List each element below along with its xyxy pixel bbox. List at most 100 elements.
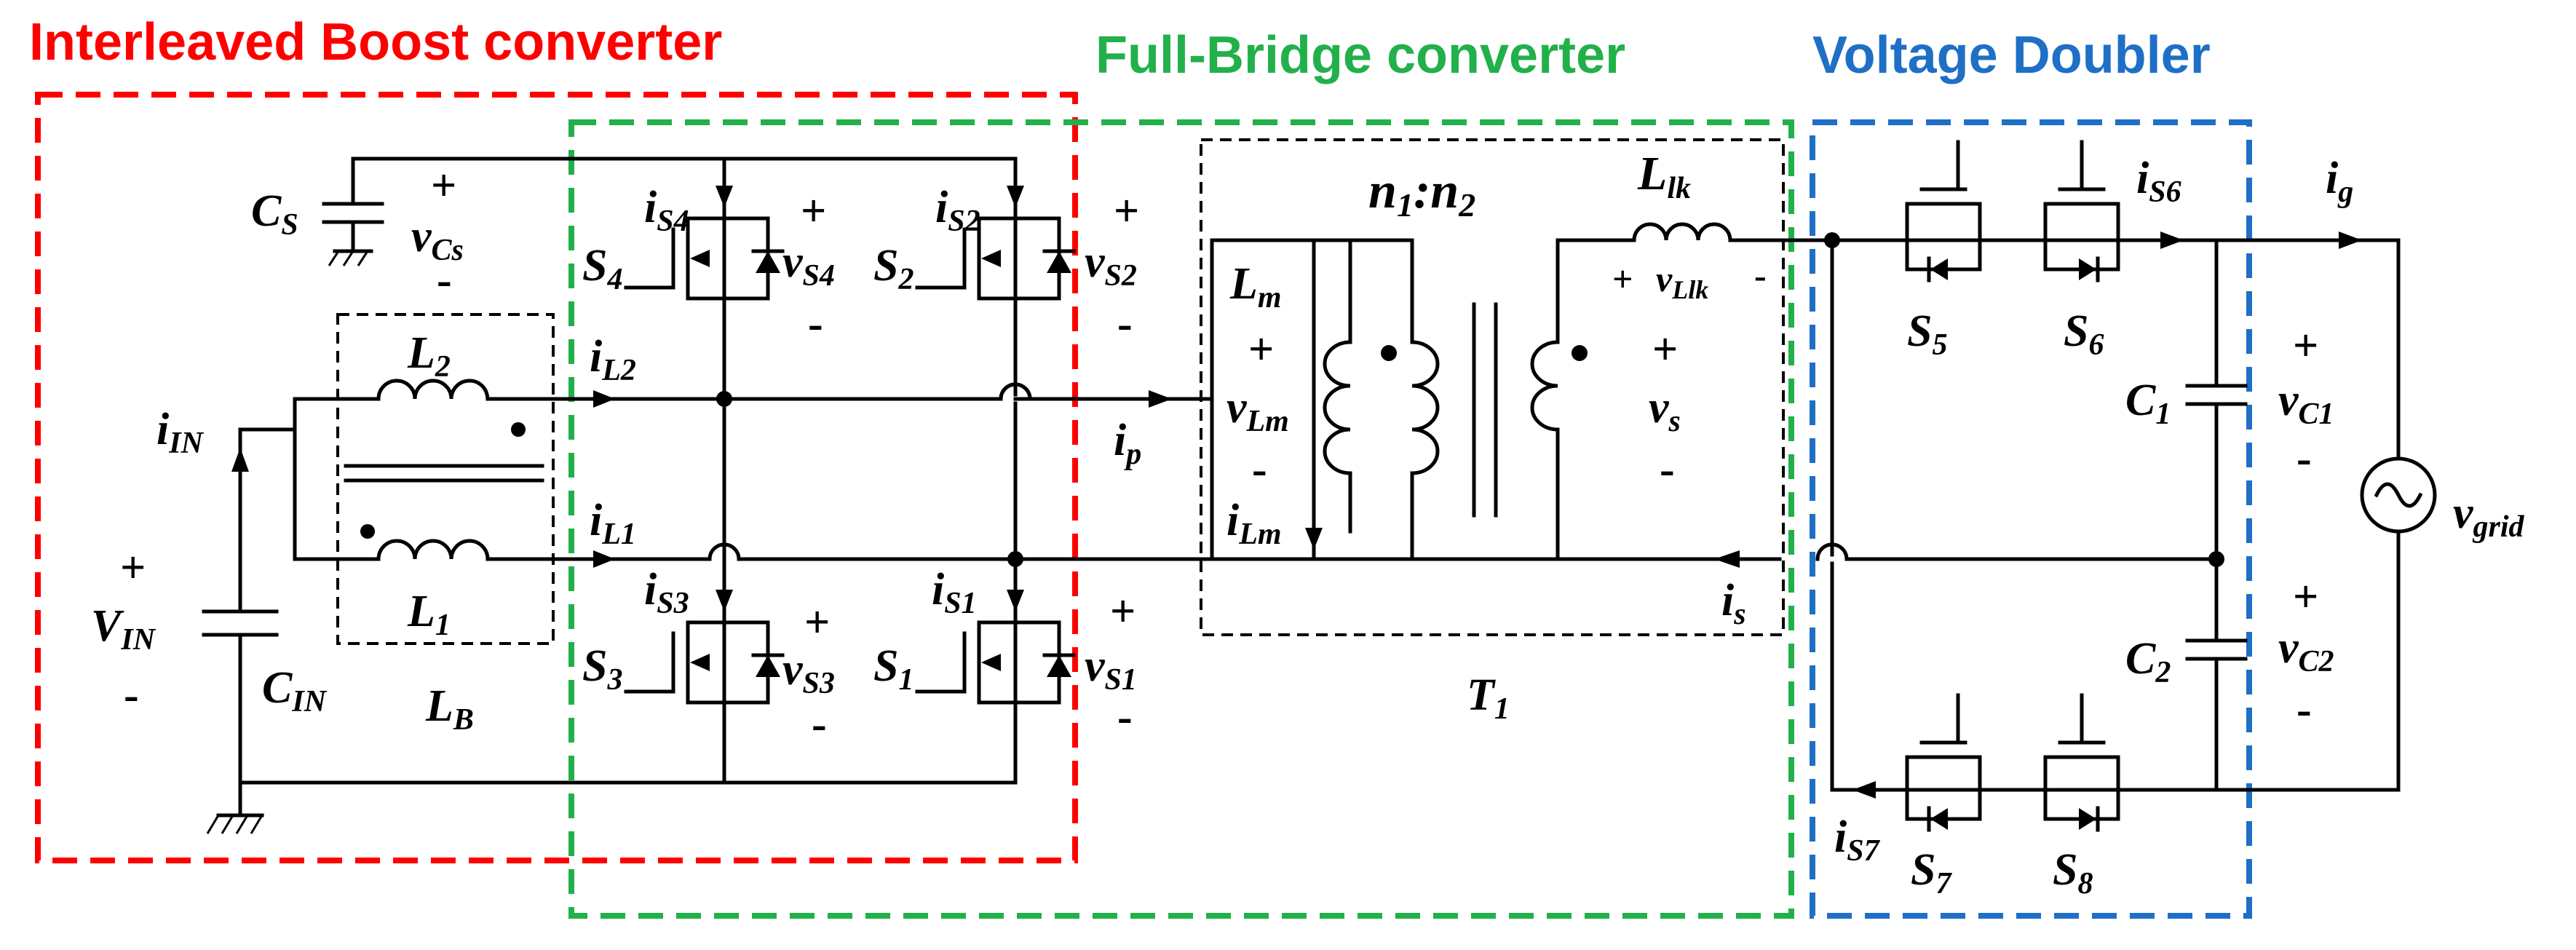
- coupled-inductor-box: [336, 313, 555, 645]
- vs4-minus: -: [808, 299, 823, 349]
- l1-label: L1: [407, 587, 451, 642]
- vcs-plus: +: [431, 161, 456, 210]
- is2-arrow-icon: [1007, 186, 1024, 207]
- bridge-leg-right: [1007, 157, 1023, 785]
- is7-arrow-icon: [1852, 781, 1876, 799]
- vin-plus: +: [120, 543, 146, 593]
- vgrid-label: vgrid: [2453, 488, 2525, 544]
- s4-label: S4: [582, 241, 622, 296]
- is6-arrow-icon: [2160, 231, 2184, 249]
- vs-minus: -: [1660, 445, 1675, 494]
- vs2-plus: +: [1114, 186, 1139, 236]
- llk-label: Llk: [1637, 147, 1691, 205]
- title-full-bridge: Full-Bridge converter: [1095, 26, 1625, 84]
- vlm-label: vLm: [1226, 383, 1289, 438]
- switch-s6: [2043, 140, 2120, 282]
- lm-label: Lm: [1229, 259, 1282, 314]
- cin-label: CIN: [262, 663, 328, 719]
- vs-label: vs: [1649, 383, 1681, 438]
- switch-s3: [624, 590, 785, 705]
- vs4-label: vS4: [782, 237, 835, 293]
- is-arrow-icon: [1714, 550, 1740, 568]
- vs4-plus: +: [801, 186, 826, 236]
- switch-s4: [624, 186, 785, 301]
- vs2-minus: -: [1117, 299, 1133, 349]
- vs1-label: vS1: [1085, 641, 1137, 697]
- bridge-region-box: [568, 119, 1794, 919]
- ig-label: ig: [2326, 154, 2353, 209]
- transformer-box: [1200, 138, 1785, 636]
- snubber-capacitor: [322, 157, 1018, 266]
- s7-label: S7: [1911, 845, 1952, 900]
- cs-label: CS: [251, 186, 298, 242]
- title-interleaved-boost: Interleaved Boost converter: [29, 13, 722, 71]
- is1-arrow-icon: [1007, 590, 1024, 611]
- vs3-label: vS3: [782, 645, 835, 700]
- is3-arrow-icon: [716, 590, 733, 611]
- vin-minus: -: [124, 670, 139, 720]
- is7-label: iS7: [1834, 812, 1881, 868]
- vs2-label: vS2: [1085, 237, 1137, 293]
- vc1-label: vC1: [2278, 376, 2334, 431]
- switch-s7: [1905, 693, 1982, 832]
- vllk-label: vLlk: [1656, 258, 1708, 304]
- vcs-minus: -: [437, 256, 452, 305]
- c2-label: C2: [2125, 634, 2171, 689]
- il2-label: iL2: [590, 332, 636, 387]
- primary-dot-icon: [1381, 345, 1397, 361]
- boost-region-box: [35, 92, 1078, 863]
- switch-s8: [2043, 693, 2120, 832]
- vs3-minus: -: [812, 700, 827, 749]
- s3-label: S3: [582, 641, 622, 697]
- input-section: [202, 397, 1018, 834]
- vin-label: VIN: [91, 601, 156, 657]
- s6-label: S6: [2064, 306, 2104, 362]
- is2-label: iS2: [935, 183, 980, 238]
- secondary-dot-icon: [1572, 345, 1588, 361]
- vs1-minus: -: [1117, 692, 1133, 742]
- l2-label: L2: [407, 328, 451, 384]
- transformer-secondary: [1530, 222, 1834, 568]
- vc1-plus: +: [2293, 321, 2318, 371]
- turns-ratio-label: n1:n2: [1368, 163, 1475, 223]
- c1-label: C1: [2125, 376, 2171, 431]
- il1-label: iL1: [590, 496, 636, 551]
- vc2-plus: +: [2293, 572, 2318, 622]
- ip-arrow-icon: [1149, 390, 1172, 408]
- doubler-wiring: [1815, 231, 2401, 799]
- iin-label: iIN: [156, 405, 205, 460]
- il2-arrow-icon: [593, 390, 615, 408]
- vlm-minus: -: [1252, 445, 1267, 494]
- title-voltage-doubler: Voltage Doubler: [1812, 26, 2211, 84]
- vcs-label: vCs: [411, 212, 464, 267]
- vs1-plus: +: [1110, 587, 1136, 636]
- vllk-plus: +: [1612, 258, 1633, 299]
- ilm-arrow-icon: [1305, 528, 1323, 550]
- l1-dot-icon: [360, 524, 375, 539]
- s1-label: S1: [873, 641, 914, 697]
- lb-label: LB: [425, 681, 474, 737]
- transformer-primary: [1013, 238, 1440, 561]
- s2-label: S2: [873, 241, 914, 296]
- vllk-minus: -: [1754, 255, 1767, 296]
- vc2-minus: -: [2296, 685, 2312, 735]
- t1-label: T1: [1467, 670, 1510, 726]
- ilm-label: iLm: [1226, 496, 1282, 551]
- doubler-region-box: [1810, 119, 2252, 919]
- vs3-plus: +: [804, 598, 830, 647]
- switch-s1: [915, 590, 1076, 705]
- is1-label: iS1: [932, 565, 977, 620]
- is4-arrow-icon: [716, 186, 733, 207]
- ig-arrow-icon: [2339, 231, 2362, 249]
- il1-arrow-icon: [593, 550, 615, 568]
- is6-label: iS6: [2136, 154, 2181, 209]
- s8-label: S8: [2053, 845, 2093, 900]
- is4-label: iS4: [644, 183, 689, 238]
- switch-s2: [915, 186, 1076, 301]
- ip-label: ip: [1114, 416, 1141, 471]
- coupled-inductors: [293, 379, 1782, 568]
- bridge-leg-left: [716, 157, 732, 785]
- is-label: is: [1721, 576, 1746, 631]
- vs-plus: +: [1652, 325, 1678, 374]
